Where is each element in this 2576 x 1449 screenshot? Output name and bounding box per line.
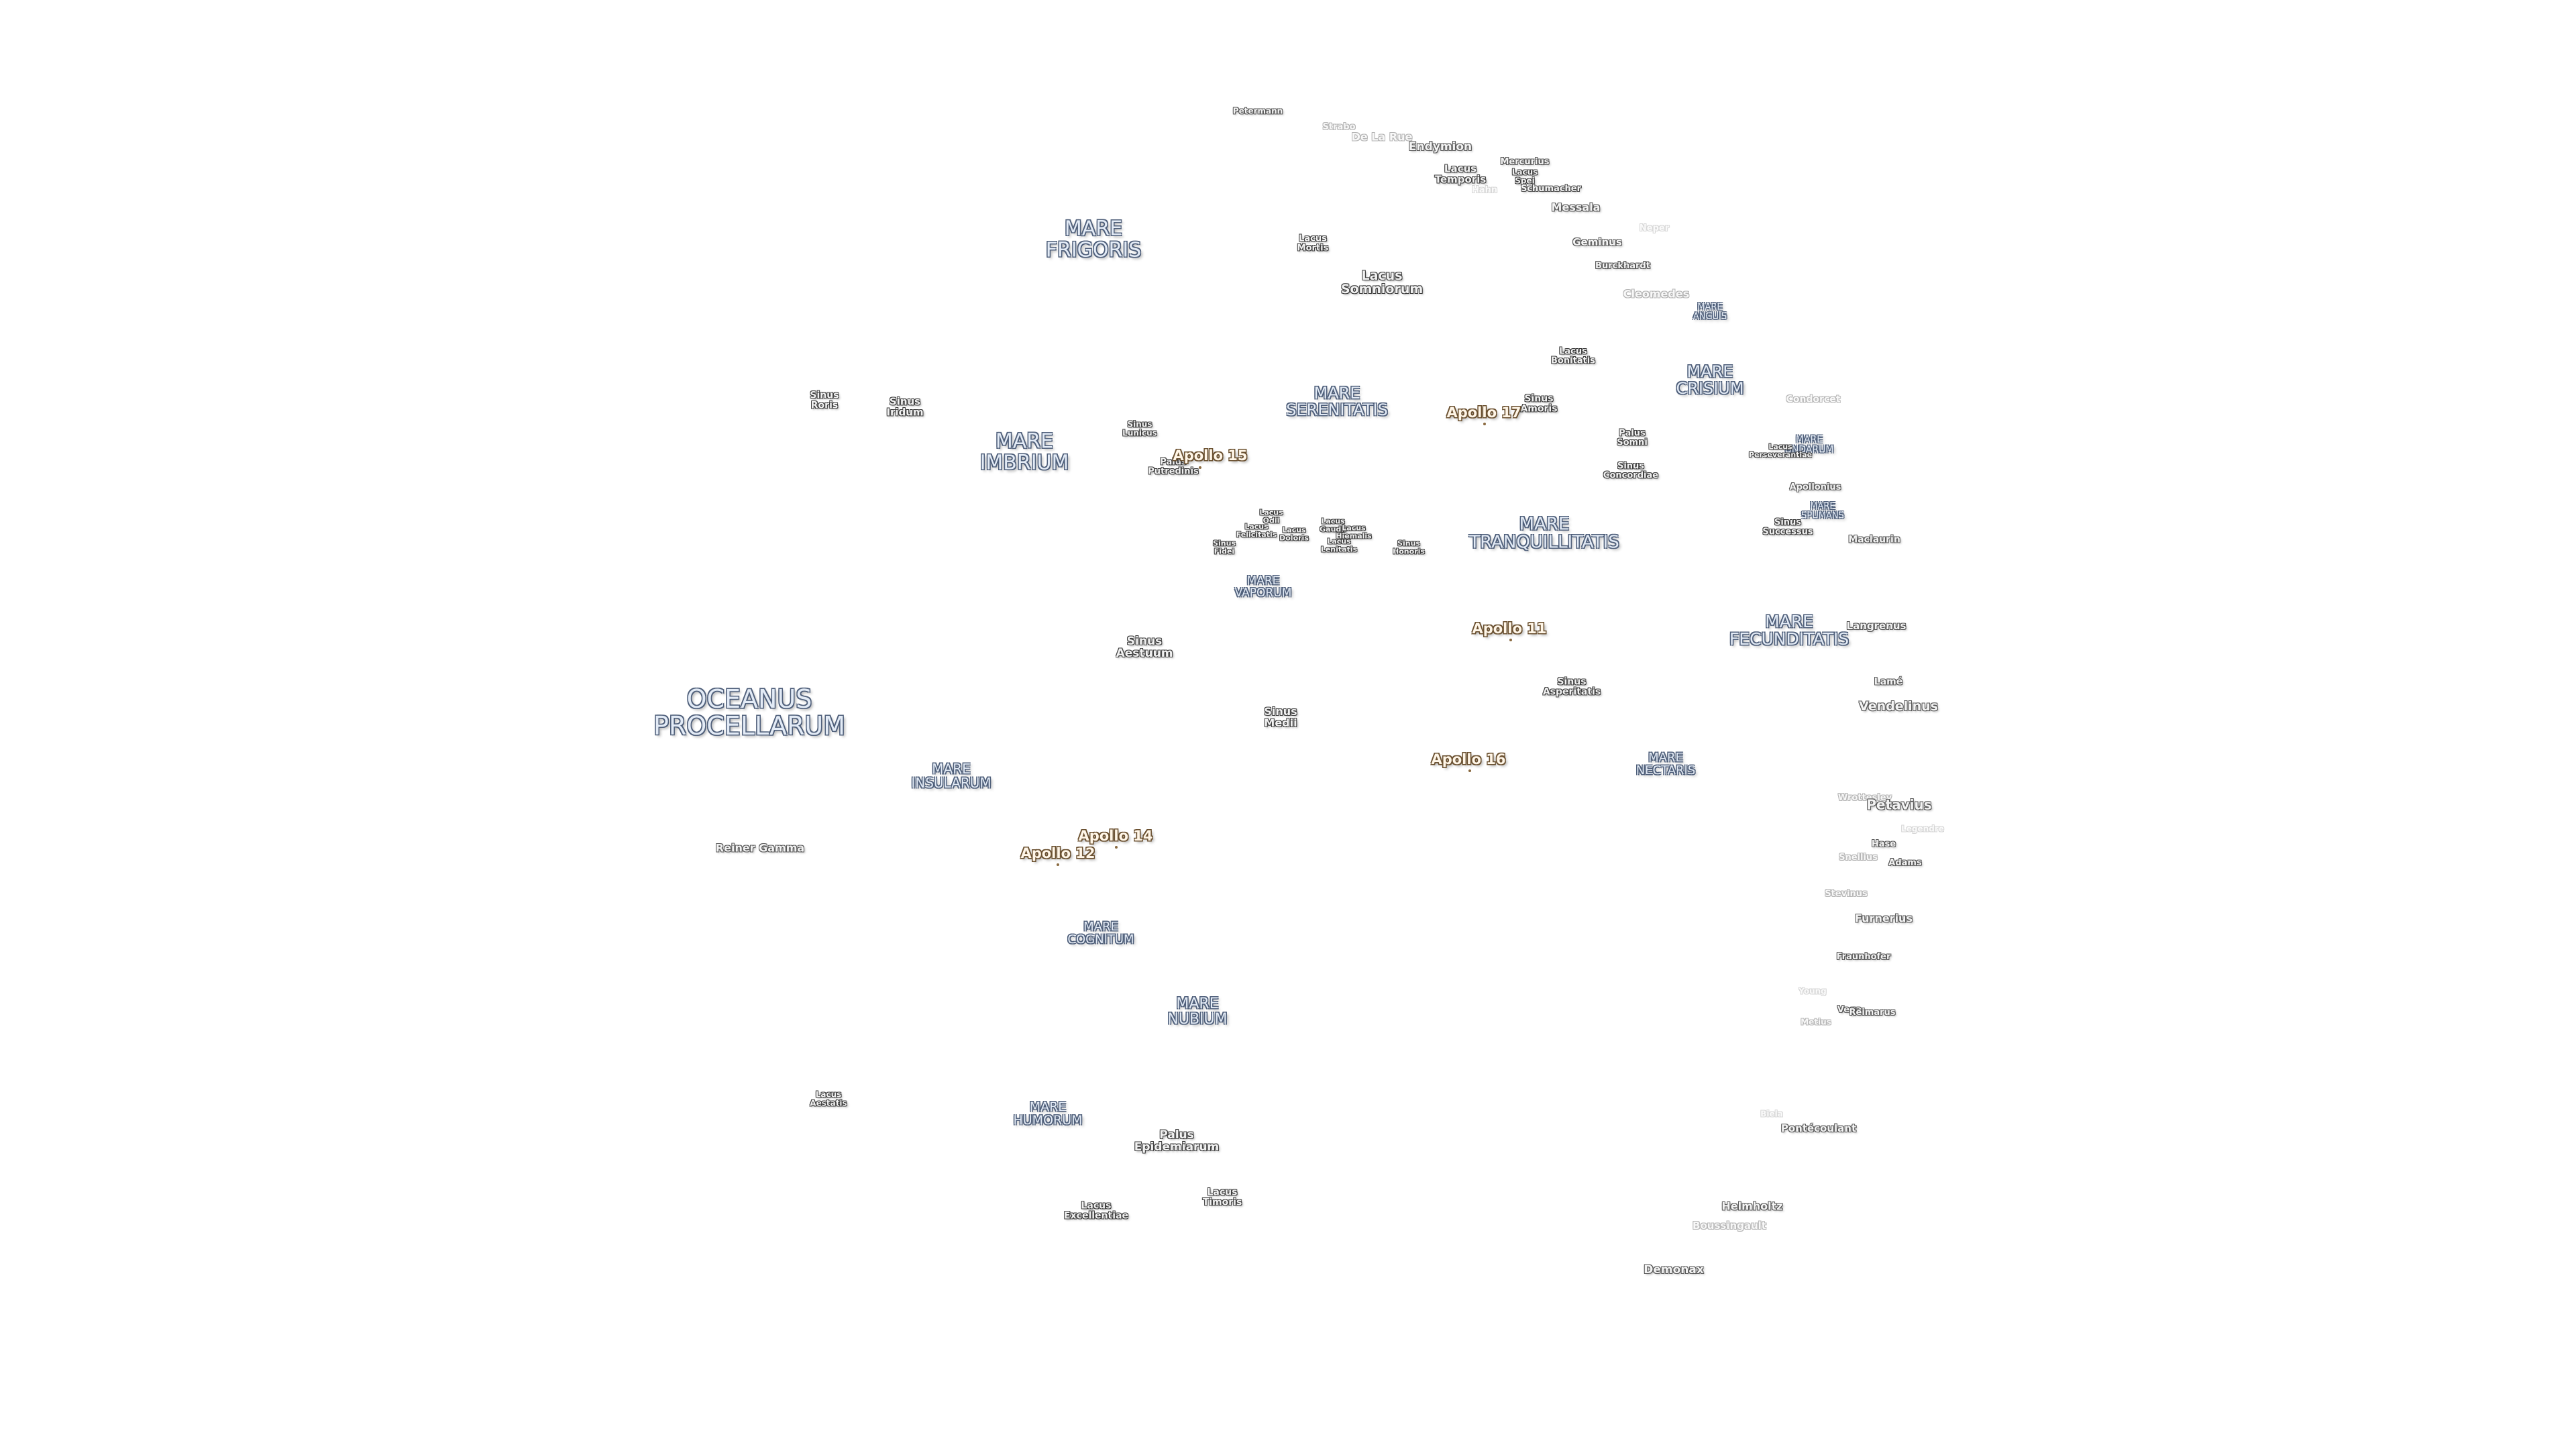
label-mare-spumans[interactable]: MARE SPUMANS	[1801, 501, 1844, 521]
label-sinus-honoris[interactable]: Sinus Honoris	[1393, 539, 1425, 555]
label-crater-burckhardt[interactable]: Burckhardt	[1595, 261, 1650, 272]
label-lacus-timoris[interactable]: Lacus Timoris	[1202, 1187, 1242, 1208]
label-crater-reimarus[interactable]: Reimarus	[1849, 1008, 1896, 1018]
label-crater-demonax[interactable]: Demonax	[1644, 1263, 1704, 1277]
label-lacus-perseverantiae[interactable]: Lacus Perseverantiae	[1748, 442, 1813, 459]
label-palus-somni[interactable]: Palus Somni	[1617, 428, 1648, 447]
label-crater-endymion[interactable]: Endymion	[1408, 140, 1472, 154]
label-lacus-felicitatis[interactable]: Lacus Felicitatis	[1236, 522, 1277, 539]
label-crater-apollonius[interactable]: Apollonius	[1789, 482, 1841, 493]
label-crater-petermann[interactable]: Petermann	[1232, 106, 1283, 116]
label-crater-petavius[interactable]: Petavius	[1866, 796, 1932, 813]
label-crater-de-la-rue[interactable]: De La Rue	[1351, 130, 1413, 144]
label-crater-wrottesley[interactable]: Wrottesley	[1837, 793, 1892, 804]
label-crater-legendre[interactable]: Legendre	[1901, 824, 1944, 834]
label-apollo-14[interactable]: Apollo 14	[1078, 827, 1153, 844]
label-crater-schumacher[interactable]: Schumacher	[1520, 184, 1582, 195]
label-crater-biela[interactable]: Biela	[1760, 1109, 1783, 1119]
label-crater-adams[interactable]: Adams	[1888, 858, 1922, 869]
label-sinus-asperitatis[interactable]: Sinus Asperitatis	[1542, 676, 1601, 697]
label-sinus-lunicus[interactable]: Sinus Lunicus	[1122, 419, 1157, 437]
label-lacus-gaudii[interactable]: Lacus Gaudii	[1320, 517, 1346, 533]
label-crater-young[interactable]: Young	[1799, 986, 1827, 996]
label-crater-vendelinus[interactable]: Vendelinus	[1859, 699, 1938, 714]
label-mare-insularum[interactable]: MARE INSULARUM	[911, 761, 991, 791]
label-mare-fecunditatis[interactable]: MARE FECUNDITATIS	[1729, 611, 1849, 649]
label-crater-hahn[interactable]: Hahn	[1471, 185, 1498, 196]
label-lacus-somniorum[interactable]: Lacus Somniorum	[1340, 268, 1424, 297]
label-crater-condorcet[interactable]: Condorcet	[1786, 394, 1841, 405]
label-sinus-amoris[interactable]: Sinus Amoris	[1520, 393, 1558, 414]
label-crater-helmholtz[interactable]: Helmholtz	[1721, 1199, 1783, 1213]
label-lacus-lenitatis[interactable]: Lacus Lenitatis	[1320, 537, 1358, 553]
label-mare-frigoris[interactable]: MARE FRIGORIS	[1045, 217, 1142, 262]
label-crater-snellius[interactable]: Snellius	[1839, 853, 1878, 863]
label-lacus-spei[interactable]: Lacus Spei	[1511, 167, 1538, 185]
label-mare-tranquillitatis[interactable]: MARE TRANQUILLITATIS	[1469, 514, 1619, 553]
apollo-17-marker	[1483, 423, 1486, 425]
label-crater-strabo[interactable]: Strabo	[1322, 122, 1356, 133]
apollo-12-marker	[1057, 863, 1059, 866]
label-crater-vega[interactable]: Vega	[1837, 1005, 1862, 1016]
label-sinus-aestuum[interactable]: Sinus Aestuum	[1116, 635, 1173, 660]
label-crater-maclaurin[interactable]: Maclaurin	[1848, 534, 1900, 545]
label-sinus-medii[interactable]: Sinus Medii	[1264, 705, 1297, 729]
label-crater-messala[interactable]: Messala	[1551, 201, 1601, 214]
label-lacus-mortis[interactable]: Lacus Mortis	[1297, 233, 1329, 253]
label-oceanus-procellarum[interactable]: OCEANUS PROCELLARUM	[653, 684, 845, 741]
label-mare-nectaris[interactable]: MARE NECTARIS	[1635, 751, 1696, 777]
label-lacus-aestatis[interactable]: Lacus Aestatis	[810, 1089, 847, 1108]
label-mare-cognitum[interactable]: MARE COGNITUM	[1067, 920, 1134, 947]
label-crater-furnerius[interactable]: Furnerius	[1855, 912, 1913, 925]
apollo-14-marker	[1115, 846, 1118, 849]
label-lacus-hiemalis[interactable]: Lacus Hiemalis	[1336, 523, 1372, 540]
label-reiner-gamma[interactable]: Reiner Gamma	[715, 841, 805, 855]
label-sinus-concordiae[interactable]: Sinus Concordiae	[1603, 461, 1659, 480]
label-crater-cleomedes[interactable]: Cleomedes	[1623, 287, 1690, 301]
label-mare-vaporum[interactable]: MARE VAPORUM	[1234, 574, 1292, 600]
apollo-16-marker	[1468, 769, 1471, 772]
label-crater-metius[interactable]: Metius	[1801, 1017, 1831, 1027]
label-crater-geminus[interactable]: Geminus	[1572, 236, 1622, 249]
label-apollo-11[interactable]: Apollo 11	[1472, 620, 1547, 637]
label-mare-serenitatis[interactable]: MARE SERENITATIS	[1286, 383, 1388, 419]
label-lacus-bonitatis[interactable]: Lacus Bonitatis	[1551, 346, 1595, 366]
label-apollo-16[interactable]: Apollo 16	[1431, 751, 1506, 767]
label-mare-crisium[interactable]: MARE CRISIUM	[1676, 362, 1744, 398]
label-crater-fraunhofer[interactable]: Fraunhofer	[1836, 952, 1891, 963]
label-crater-langrenus[interactable]: Langrenus	[1846, 620, 1907, 633]
label-mare-nubium[interactable]: MARE NUBIUM	[1167, 995, 1228, 1028]
label-apollo-12[interactable]: Apollo 12	[1020, 845, 1095, 861]
label-lacus-excellentiae[interactable]: Lacus Excellentiae	[1064, 1200, 1128, 1221]
label-palus-epidemiarum[interactable]: Palus Epidemiarum	[1134, 1128, 1220, 1154]
label-crater-hase[interactable]: Hase	[1871, 839, 1896, 850]
label-sinus-successus[interactable]: Sinus Successus	[1762, 517, 1813, 537]
label-lacus-odii[interactable]: Lacus Odii	[1259, 508, 1283, 525]
label-apollo-17[interactable]: Apollo 17	[1446, 404, 1521, 421]
label-apollo-15[interactable]: Apollo 15	[1173, 447, 1248, 464]
label-mare-anguis[interactable]: MARE ANGUIS	[1693, 302, 1727, 321]
label-mare-undarum[interactable]: MARE UNDARUM	[1784, 434, 1834, 455]
label-crater-boussingault[interactable]: Boussingault	[1693, 1220, 1766, 1232]
label-lacus-doloris[interactable]: Lacus Doloris	[1279, 525, 1309, 542]
label-lacus-temporis[interactable]: Lacus Temporis	[1434, 162, 1487, 185]
label-sinus-roris[interactable]: Sinus Roris	[810, 390, 839, 411]
label-mare-humorum[interactable]: MARE HUMORUM	[1013, 1099, 1083, 1128]
label-crater-stevinus[interactable]: Stevinus	[1825, 889, 1868, 900]
label-mare-imbrium[interactable]: MARE IMBRIUM	[979, 429, 1069, 474]
label-crater-lame[interactable]: Lamé	[1874, 676, 1903, 688]
apollo-15-marker	[1199, 466, 1201, 469]
label-palus-putredinis[interactable]: Palus Putredinis	[1148, 457, 1199, 476]
label-sinus-fidei[interactable]: Sinus Fidei	[1213, 539, 1236, 555]
apollo-11-marker	[1509, 639, 1512, 641]
label-crater-pontecoulant[interactable]: Pontécoulant	[1780, 1122, 1857, 1135]
label-crater-mercurius[interactable]: Mercurius	[1500, 157, 1550, 168]
label-sinus-iridum[interactable]: Sinus Iridum	[886, 395, 924, 418]
label-crater-bernoulli[interactable]: Neper	[1639, 223, 1670, 234]
